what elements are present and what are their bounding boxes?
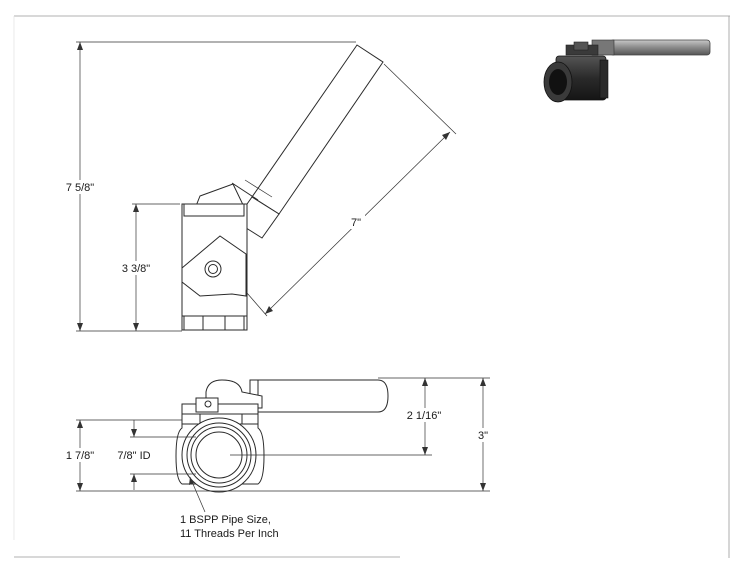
total-height-front-dimension: 3"	[218, 377, 494, 492]
bore-id-dimension: 7/8" ID	[117, 420, 196, 490]
sheet-border	[13, 15, 730, 558]
valve-body-front	[175, 417, 265, 493]
body-height-label: 3 3/8"	[122, 263, 150, 275]
overall-height-dimension: 7 5/8"	[58, 41, 356, 332]
center-to-handle-label: 2 1/16"	[407, 410, 442, 422]
center-to-handle-dimension: 2 1/16"	[230, 377, 446, 456]
valve-render-thumbnail	[543, 39, 711, 103]
handle-front	[249, 379, 389, 413]
stop-plate	[181, 235, 247, 297]
pipe-size-line2: 11 Threads Per Inch	[180, 528, 279, 540]
handle-sleeve	[231, 44, 384, 239]
side-view	[181, 44, 384, 331]
body-height-dimension: 3 3/8"	[114, 203, 180, 331]
front-view	[175, 379, 389, 493]
body-height-front-dimension: 1 7/8"	[58, 419, 218, 492]
body-height-front-label: 1 7/8"	[66, 450, 94, 462]
bore-id-label: 7/8" ID	[117, 450, 150, 462]
handle-length-label: 7"	[351, 217, 361, 229]
handle-length-dimension: 7"	[246, 63, 457, 317]
pipe-size-line1: 1 BSPP Pipe Size,	[180, 514, 271, 526]
pipe-size-note: 1 BSPP Pipe Size, 11 Threads Per Inch	[180, 476, 279, 540]
overall-height-label: 7 5/8"	[66, 182, 94, 194]
total-height-front-label: 3"	[478, 430, 488, 442]
